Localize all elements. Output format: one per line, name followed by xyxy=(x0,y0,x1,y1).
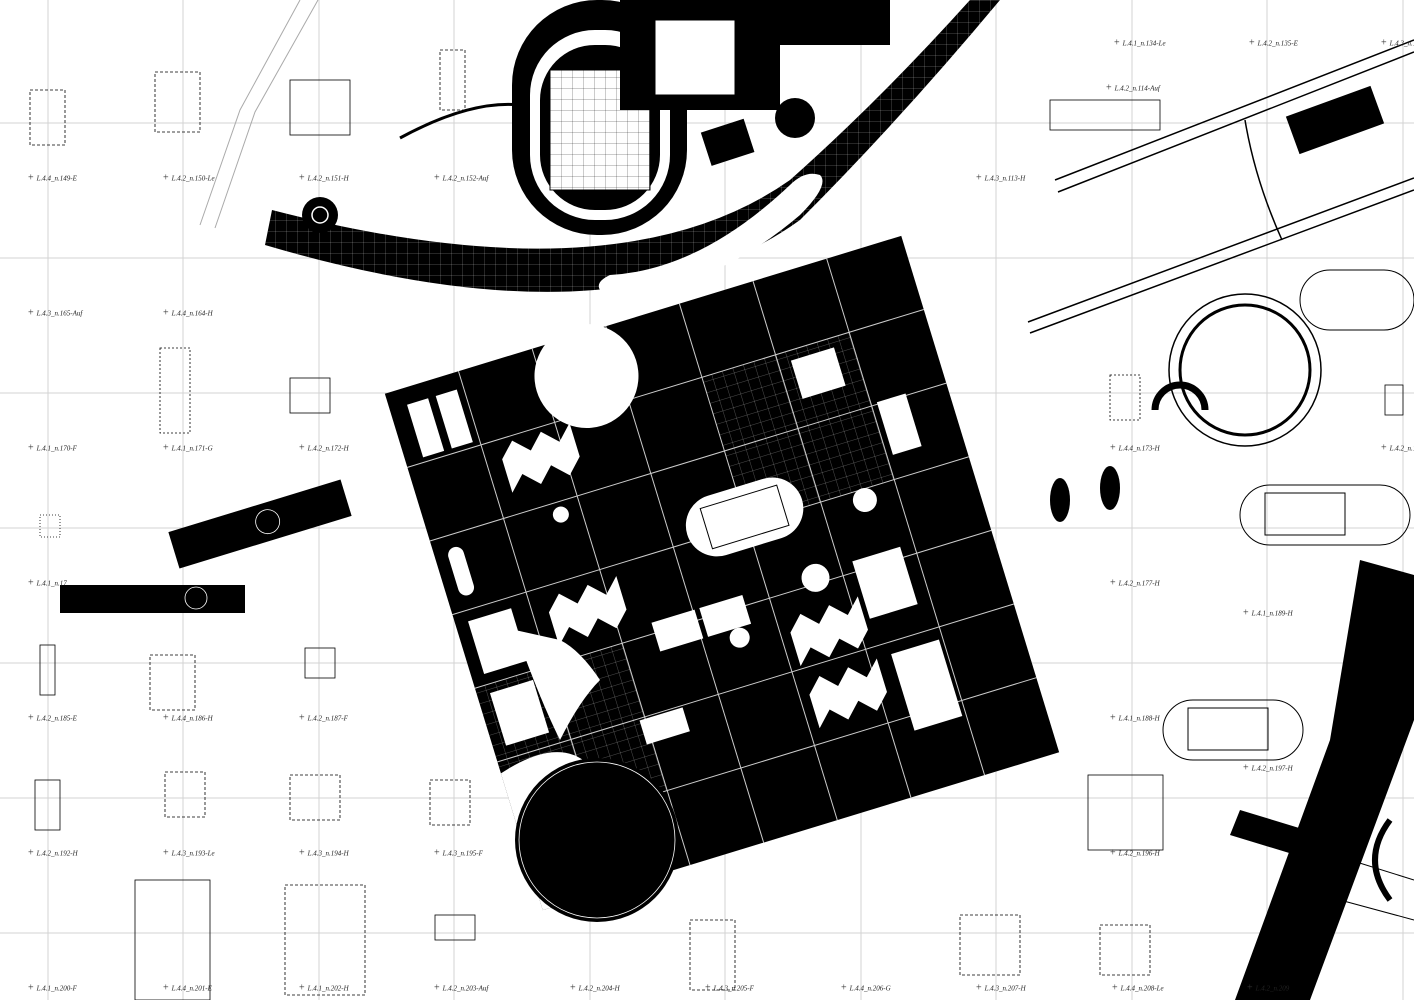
plot-label: +L.4.3_n.205-F xyxy=(705,982,754,994)
plot-label: +L.4.4_n.173-H xyxy=(1110,442,1160,454)
plot-label-text: L.4.2_n.172-H xyxy=(307,444,349,453)
plot-label-text: L.4.2_n.114-Auf xyxy=(1114,84,1160,93)
plot-label: +L.4.4_n.186-H xyxy=(163,712,213,724)
round-pavilion xyxy=(302,197,338,233)
diagonal-park-strip xyxy=(1235,560,1414,1000)
small-plans xyxy=(29,49,1404,1000)
plot-label: +L.4.1_n.189-H xyxy=(1243,607,1293,619)
plot-label-text: L.4.3_n.165-Auf xyxy=(36,309,83,318)
plot-label-text: L.4.2_n.135-E xyxy=(1257,39,1298,48)
plot-label-text: L.4.4_n.206-G xyxy=(849,984,891,993)
plot-label-text: L.4.2_n.185-E xyxy=(36,714,77,723)
plot-label-text: L.4.4_n.173-H xyxy=(1118,444,1160,453)
plot-label-text: L.4.1_n.189-H xyxy=(1251,609,1293,618)
plot-label: +L.4.3_n.195-F xyxy=(434,847,483,859)
plot-label-text: L.4.2_n.152-Auf xyxy=(442,174,489,183)
plot-label: +L.4.2_n.114-Auf xyxy=(1106,82,1160,94)
plot-label-text: L.4.2_n.209 xyxy=(1255,984,1290,993)
plot-label-text: L.4.1_n.200-F xyxy=(36,984,77,993)
plot-label: +L.4.2_n.203-Auf xyxy=(434,982,489,994)
plot-label: +L.4.4_n.206-G xyxy=(841,982,891,994)
football-pitch-2 xyxy=(1162,699,1304,761)
plot-label: +L.4.2_n.209 xyxy=(1247,982,1290,994)
promenade-island xyxy=(598,173,823,292)
plot-label: +L.4.2_n.172-H xyxy=(299,442,349,454)
plot-label: +L.4.1_n.202-H xyxy=(299,982,349,994)
lawn-cutout xyxy=(515,630,600,740)
plot-label: +L.4.2_n.152-Auf xyxy=(434,172,489,184)
plot-label-text: L.4.2_n.151-H xyxy=(307,174,349,183)
plot-label-text: L.4.1_n.170-F xyxy=(36,444,77,453)
plot-label: +L.4.3_n.194-H xyxy=(299,847,349,859)
plot-label: +L.4.2_n.197-H xyxy=(1243,762,1293,774)
plot-label: +L.4.1_n.188-H xyxy=(1110,712,1160,724)
lower-pavilion-strip xyxy=(60,585,245,613)
football-pitch xyxy=(1239,484,1411,546)
left-pavilion-strip xyxy=(168,479,352,569)
plot-label: +L.4.3_n.165-Auf xyxy=(28,307,83,319)
round-arena xyxy=(1168,293,1322,447)
plot-label-text: L.4.3_n.207-H xyxy=(984,984,1026,993)
plot-label-text: L.4.3_n.205-F xyxy=(713,984,754,993)
plot-label: +L.4.2_n.177-H xyxy=(1110,577,1160,589)
plot-label: +L.4.4_n.164-H xyxy=(163,307,213,319)
plot-label-text: L.4.3_n.113-H xyxy=(984,174,1026,183)
plot-label-text: L.4.2_n.192-H xyxy=(36,849,78,858)
central-park-block xyxy=(384,235,1060,911)
plot-label-text: L.4.1_n.171-G xyxy=(171,444,213,453)
tennis-courts xyxy=(1285,85,1385,155)
plot-label-text: L.4.2_n.150-Le xyxy=(171,174,215,183)
plot-label: +L.4.3_n.113-H xyxy=(976,172,1026,184)
plot-label-text: L.4.4_n.186-H xyxy=(171,714,213,723)
zigzag-bench xyxy=(502,423,580,493)
round-plaza xyxy=(515,758,679,922)
plot-label-text: L.4.4_n.164-H xyxy=(171,309,213,318)
plot-label-text: L.4.2_n.187-F xyxy=(307,714,348,723)
plot-label: +L.4.4_n.201-E xyxy=(163,982,212,994)
plot-label: +L.4.2_n.135-E xyxy=(1249,37,1298,49)
plot-label-text: L.4.2_n.177-H xyxy=(1118,579,1160,588)
plot-label: +L.4.1_n.171-G xyxy=(163,442,213,454)
plot-label: +L.4.3_n.207-H xyxy=(976,982,1026,994)
plot-label: +L.4.1_n.134-Le xyxy=(1114,37,1166,49)
plot-label-text: L.4.1_n.188-H xyxy=(1118,714,1160,723)
plot-label: +L.4.4_n.149-E xyxy=(28,172,77,184)
plot-label: +L.4.2_n.187-F xyxy=(299,712,348,724)
athletics-stadium xyxy=(512,0,890,235)
plot-label: +L.4.2_n.185-E xyxy=(28,712,77,724)
plot-label: +L.4.2_n.174 xyxy=(1381,443,1414,454)
plot-label-text: L.4.2_n.203-Auf xyxy=(442,984,489,993)
plot-label-text: L.4.1_n.202-H xyxy=(307,984,349,993)
plot-label-text: L.4.3_n.195-F xyxy=(442,849,483,858)
plot-label: +L.4.1_n.200-F xyxy=(28,982,77,994)
plot-label: +L.4.1_n.170-F xyxy=(28,442,77,454)
plot-label: +L.4.2_n.192-H xyxy=(28,847,78,859)
plot-label-text: L.4.4_n.149-E xyxy=(36,174,77,183)
plot-label-text: L.4.3_n.136 xyxy=(1389,39,1414,48)
plot-label-text: L.4.1_n.17 xyxy=(36,579,67,588)
plot-label-text: L.4.2_n.174 xyxy=(1389,444,1414,453)
plot-label-text: L.4.4_n.201-E xyxy=(171,984,212,993)
plot-label-text: L.4.2_n.197-H xyxy=(1251,764,1293,773)
plot-label: +L.4.2_n.204-H xyxy=(570,982,620,994)
plot-label: +L.4.2_n.151-H xyxy=(299,172,349,184)
plot-label-text: L.4.3_n.194-H xyxy=(307,849,349,858)
plot-label: +L.4.3_n.136 xyxy=(1381,38,1414,49)
footpath xyxy=(199,0,319,229)
plot-label: +L.4.3_n.193-Le xyxy=(163,847,215,859)
plot-label: +L.4.4_n.208-Le xyxy=(1112,982,1164,994)
plot-label-text: L.4.3_n.193-Le xyxy=(171,849,215,858)
plot-label-text: L.4.2_n.204-H xyxy=(578,984,620,993)
plot-label: +L.4.1_n.17 xyxy=(28,577,67,589)
plot-label-text: L.4.2_n.196-H xyxy=(1118,849,1160,858)
plot-label-text: L.4.1_n.134-Le xyxy=(1122,39,1166,48)
plot-label: +L.4.2_n.196-H xyxy=(1110,847,1160,859)
linear-park xyxy=(1027,39,1414,334)
plot-label: +L.4.2_n.150-Le xyxy=(163,172,215,184)
plot-label-text: L.4.4_n.208-Le xyxy=(1120,984,1164,993)
